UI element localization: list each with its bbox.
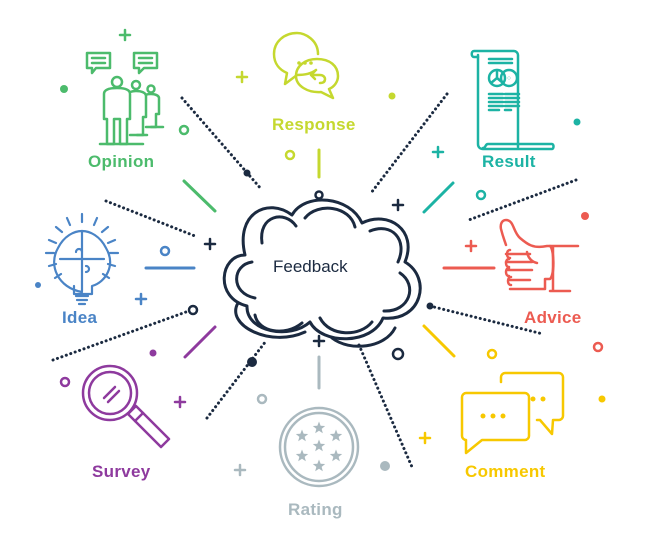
connector-rating-left (205, 339, 268, 420)
plus-decor (391, 198, 405, 212)
label-result: Result (482, 152, 536, 171)
label-idea: Idea (62, 308, 98, 327)
dot-decor (243, 169, 251, 177)
dotted-connectors (51, 92, 578, 469)
connector-idea (104, 199, 197, 238)
ring-decor (284, 149, 296, 161)
plus-decor (431, 145, 445, 159)
chat-bubbles-icon (460, 371, 565, 455)
ring-decor (475, 189, 487, 201)
thumbs-up-icon (499, 218, 580, 293)
connector-result (464, 178, 578, 223)
plus-decor (173, 395, 187, 409)
connector-advice (428, 304, 545, 336)
connector-response (369, 92, 449, 195)
dot-decor (247, 357, 257, 367)
ring-decor (314, 190, 324, 200)
dash-survey (183, 325, 217, 359)
dot-decor (581, 212, 589, 220)
dot-decor (598, 395, 606, 403)
connector-survey (51, 310, 188, 362)
dash-opinion (182, 179, 217, 213)
star-icon (312, 459, 326, 472)
label-survey: Survey (92, 462, 151, 481)
plus-decor (118, 28, 132, 42)
ring-decor (178, 124, 190, 136)
ring-decor (187, 304, 199, 316)
ring-decor (592, 341, 604, 353)
star-icon (295, 429, 309, 442)
dot-decor (60, 85, 68, 93)
star-icon (312, 421, 326, 434)
plus-decor (418, 431, 432, 445)
ring-decor (59, 376, 71, 388)
ring-decor (159, 245, 171, 257)
center-label: Feedback (273, 257, 348, 276)
dot-decor (573, 118, 581, 126)
report-scroll-icon (470, 49, 555, 151)
plus-decor (134, 292, 148, 306)
ring-decor (391, 347, 405, 361)
ring-decor (486, 348, 498, 360)
plus-decor (233, 463, 247, 477)
rating-stars (295, 421, 343, 472)
ring-decor (256, 393, 268, 405)
star-icon (329, 449, 343, 462)
reply-bubbles-icon (272, 31, 340, 100)
plus-decor (312, 334, 326, 348)
decorations (59, 28, 604, 477)
group-speech-icon (85, 51, 165, 146)
dot-decorations (35, 85, 606, 471)
star-icon (295, 449, 309, 462)
dot-decor (426, 302, 434, 310)
connector-opinion (180, 96, 264, 192)
puzzle-lightbulb-icon (44, 212, 120, 306)
connector-rating-right (357, 343, 414, 469)
dot-decor (35, 282, 41, 288)
magnifier-icon (81, 364, 171, 449)
star-badge-icon (278, 406, 360, 488)
plus-decor (235, 70, 249, 84)
label-opinion: Opinion (88, 152, 155, 171)
label-rating: Rating (288, 500, 343, 519)
dot-decor (149, 349, 157, 357)
label-advice: Advice (524, 308, 582, 327)
star-icon (329, 429, 343, 442)
label-comment: Comment (465, 462, 546, 481)
cloud-icon (222, 198, 422, 348)
label-response: Response (272, 115, 356, 134)
dot-decor (388, 92, 396, 100)
dot-decor (380, 461, 390, 471)
plus-decor (203, 237, 217, 251)
plus-decor (464, 239, 478, 253)
dash-result (422, 181, 455, 214)
dash-comment (422, 324, 456, 358)
star-icon (312, 439, 326, 452)
